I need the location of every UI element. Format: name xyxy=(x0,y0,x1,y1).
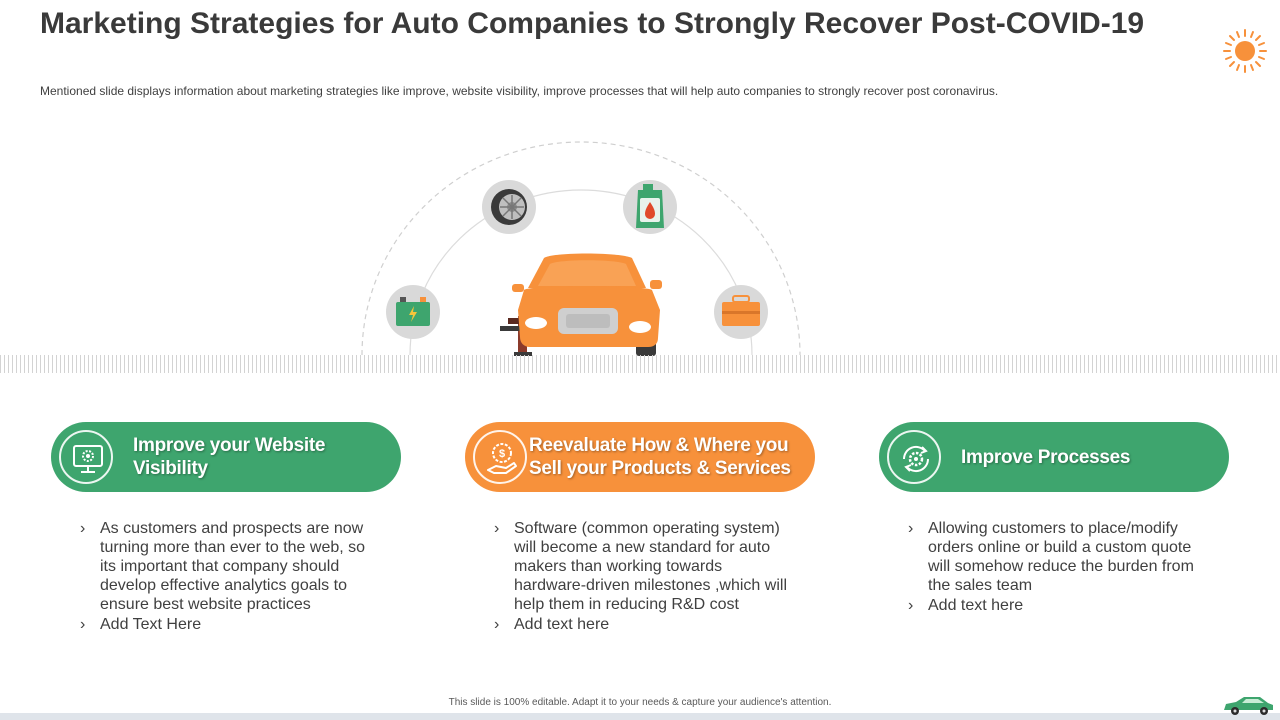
slide-title: Marketing Strategies for Auto Companies … xyxy=(40,7,1145,40)
strategy-title: Improve your Website Visibility xyxy=(133,435,326,479)
list-item: Allowing customers to place/modify order… xyxy=(908,519,1208,595)
mini-car-icon xyxy=(1224,697,1273,715)
list-item: Add text here xyxy=(494,615,794,634)
list-item: Software (common operating system) will … xyxy=(494,519,794,614)
tire-icon xyxy=(482,180,536,234)
monitor-gear-icon xyxy=(59,430,113,484)
strategy-bullets-reevaluate-sales: Software (common operating system) will … xyxy=(494,519,794,635)
battery-icon xyxy=(386,285,440,339)
cycle-gear-icon xyxy=(887,430,941,484)
list-item: As customers and prospects are now turni… xyxy=(80,519,380,614)
sun-icon xyxy=(1223,29,1267,73)
list-item: Add text here xyxy=(908,596,1208,615)
footer-note: This slide is 100% editable. Adapt it to… xyxy=(448,697,832,708)
strategy-card-reevaluate-sales: $ Reevaluate How & Where you Sell your P… xyxy=(465,422,815,492)
hero-illustration xyxy=(361,141,801,356)
oil-can-icon xyxy=(623,180,677,234)
strategy-card-website-visibility: Improve your Website Visibility xyxy=(51,422,401,492)
strategy-title: Improve Processes xyxy=(961,446,1131,468)
toolbox-icon xyxy=(714,285,768,339)
strategy-title: Reevaluate How & Where you Sell your Pro… xyxy=(529,435,791,479)
strategy-bullets-website-visibility: As customers and prospects are now turni… xyxy=(80,519,380,635)
dollar-gear-hand-icon: $ xyxy=(473,430,527,484)
strategy-bullets-improve-processes: Allowing customers to place/modify order… xyxy=(908,519,1208,616)
car-icon xyxy=(512,253,662,356)
strategy-card-improve-processes: Improve Processes xyxy=(879,422,1229,492)
slide-subtitle: Mentioned slide displays information abo… xyxy=(40,84,999,98)
ground-ruler xyxy=(0,355,1280,373)
svg-text:$: $ xyxy=(499,448,505,460)
list-item: Add Text Here xyxy=(80,615,380,634)
bottom-bar xyxy=(0,713,1280,720)
